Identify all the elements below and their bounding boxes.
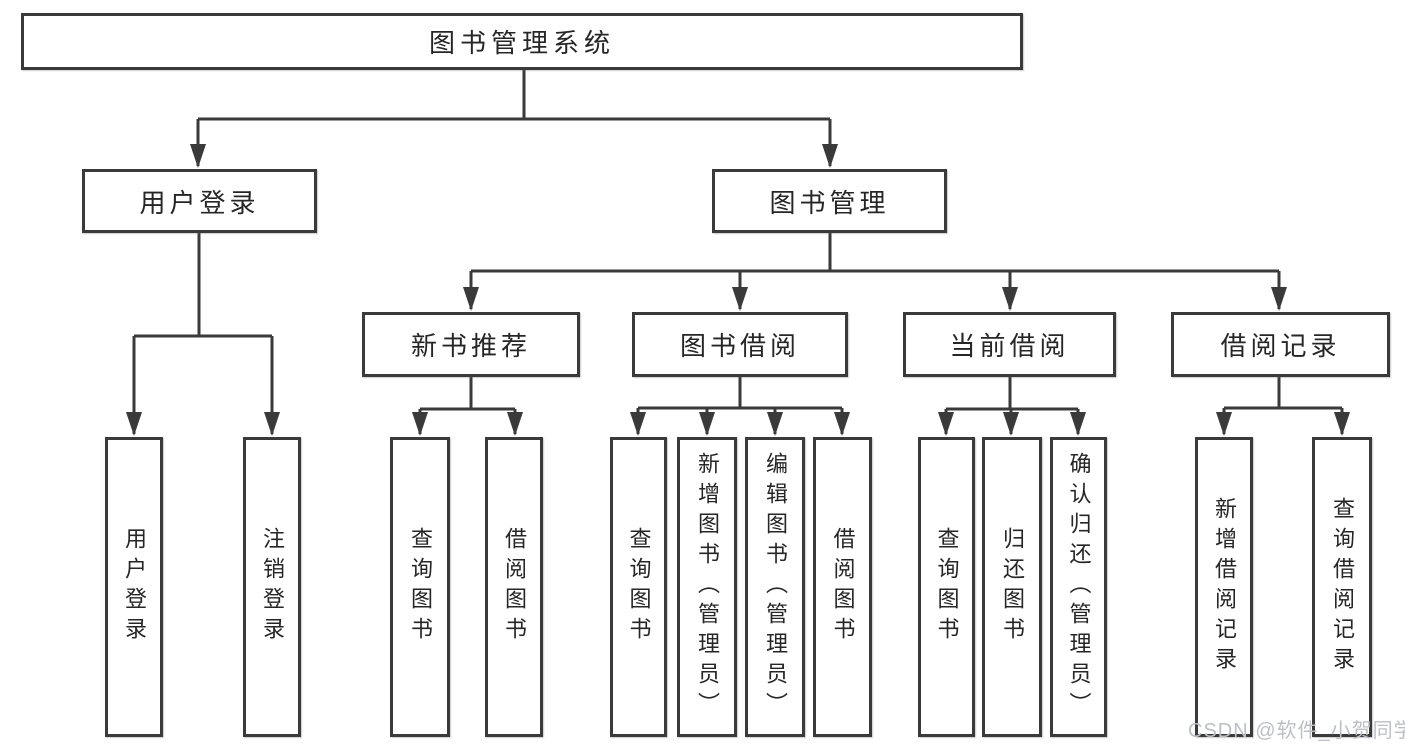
- leaf-cb-query-books-label: 查询图书: [934, 527, 960, 647]
- leaf-nbr-borrow-books-label: 借阅图书: [502, 527, 527, 647]
- leaf-bb-query-books: 查询图书: [610, 437, 667, 737]
- leaf-logout: 注销登录: [243, 437, 301, 737]
- leaf-br-add-record: 新增借阅记录: [1195, 437, 1253, 737]
- node-book-management: 图书管理: [712, 169, 947, 233]
- leaf-cb-confirm-return-admin: 确认归还（管理员）: [1050, 437, 1107, 737]
- node-book-borrowing: 图书借阅: [632, 312, 848, 377]
- leaf-bb-borrow-books: 借阅图书: [813, 437, 872, 737]
- leaf-nbr-query-books: 查询图书: [390, 437, 450, 737]
- node-library-management-system: 图书管理系统: [21, 13, 1023, 70]
- leaf-bb-edit-book-admin-label: 编辑图书（管理员）: [763, 452, 788, 722]
- node-borrowing-records: 借阅记录: [1171, 312, 1390, 377]
- leaf-bb-edit-book-admin: 编辑图书（管理员）: [745, 437, 805, 737]
- leaf-br-add-record-label: 新增借阅记录: [1212, 497, 1237, 677]
- leaf-bb-add-book-admin-label: 新增图书（管理员）: [695, 452, 720, 722]
- node-current-borrowing: 当前借阅: [903, 312, 1116, 377]
- leaf-bb-query-books-label: 查询图书: [626, 527, 652, 647]
- leaf-cb-query-books: 查询图书: [918, 437, 975, 737]
- leaf-cb-return-books-label: 归还图书: [1000, 527, 1025, 647]
- leaf-bb-borrow-books-label: 借阅图书: [830, 527, 856, 647]
- leaf-cb-confirm-return-admin-label: 确认归还（管理员）: [1066, 452, 1092, 722]
- leaf-logout-label: 注销登录: [260, 527, 285, 647]
- node-new-book-recommendation: 新书推荐: [362, 312, 580, 377]
- leaf-nbr-borrow-books: 借阅图书: [485, 437, 543, 737]
- leaf-nbr-query-books-label: 查询图书: [408, 527, 433, 647]
- leaf-user-login-label: 用户登录: [122, 527, 147, 647]
- leaf-cb-return-books: 归还图书: [982, 437, 1042, 737]
- leaf-user-login: 用户登录: [105, 437, 163, 737]
- node-user-login: 用户登录: [82, 169, 317, 233]
- leaf-br-query-record: 查询借阅记录: [1312, 437, 1372, 737]
- leaf-br-query-record-label: 查询借阅记录: [1330, 497, 1355, 677]
- leaf-bb-add-book-admin: 新增图书（管理员）: [677, 437, 737, 737]
- csdn-watermark: CSDN @软件_小贺同学: [1188, 720, 1405, 742]
